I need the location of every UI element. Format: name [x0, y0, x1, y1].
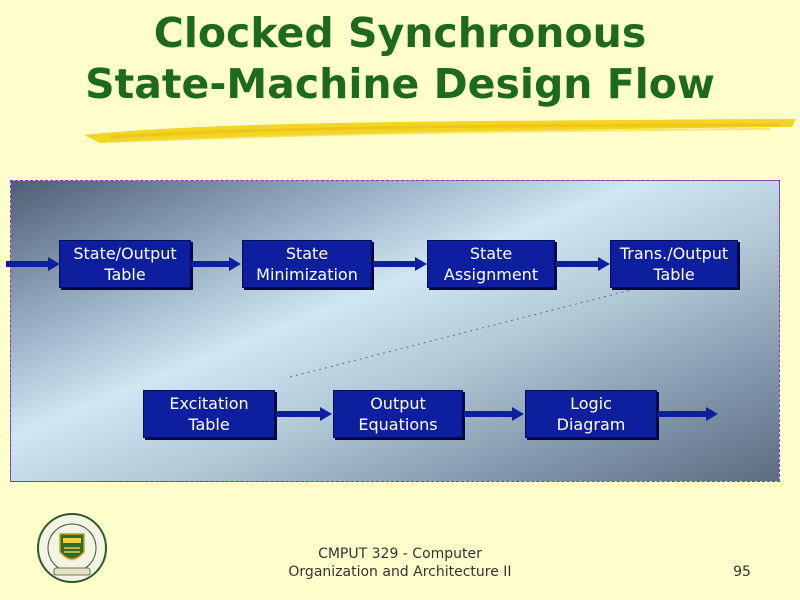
flow-box-trans-output-table: Trans./Output Table: [610, 240, 738, 288]
flow-box-label: Table: [188, 415, 230, 434]
flow-arrow-row1-3: [556, 257, 610, 271]
flow-box-logic-diagram: Logic Diagram: [525, 390, 657, 438]
footer-course-info: CMPUT 329 - Computer Organization and Ar…: [250, 545, 550, 581]
flow-box-label: Trans./Output: [619, 244, 729, 263]
flow-arrow-output: [658, 407, 718, 421]
flow-box-output-equations: Output Equations: [333, 390, 463, 438]
flow-box-label: State: [285, 244, 329, 263]
university-of-alberta-crest-icon: [37, 513, 107, 583]
flow-box-state-assignment: State Assignment: [427, 240, 555, 288]
flow-box-label: Equations: [358, 415, 438, 434]
flow-box-label: Diagram: [556, 415, 626, 434]
flow-box-label: Logic: [570, 394, 612, 413]
flow-box-label: Excitation: [169, 394, 249, 413]
flow-box-excitation-table: Excitation Table: [143, 390, 275, 438]
flow-arrow-row1-1: [191, 257, 241, 271]
flow-box-label: Table: [653, 265, 695, 284]
flow-box-label: Assignment: [443, 265, 539, 284]
flow-box-label: Table: [104, 265, 146, 284]
footer-course-line-1: CMPUT 329 - Computer: [318, 546, 482, 562]
flow-arrow-row2-2: [464, 407, 524, 421]
page-number: 95: [733, 564, 751, 580]
flow-arrow-row1-2: [373, 257, 427, 271]
flow-arrow-input: [6, 257, 60, 271]
flow-box-label: Output: [370, 394, 426, 413]
flow-box-state-minimization: State Minimization: [242, 240, 372, 288]
flow-connector-dotted: [289, 288, 636, 378]
slide-title-line-2: State-Machine Design Flow: [85, 60, 715, 108]
slide-title: Clocked Synchronous State-Machine Design…: [0, 8, 800, 110]
footer-course-line-2: Organization and Architecture II: [288, 564, 512, 580]
flow-box-label: State: [469, 244, 513, 263]
title-highlight-stroke: [84, 119, 796, 143]
slide-title-line-1: Clocked Synchronous: [153, 9, 647, 57]
flow-arrow-row2-1: [276, 407, 332, 421]
flow-box-label: State/Output: [73, 244, 177, 263]
flow-box-label: Minimization: [256, 265, 358, 284]
flow-box-state-output-table: State/Output Table: [59, 240, 191, 288]
